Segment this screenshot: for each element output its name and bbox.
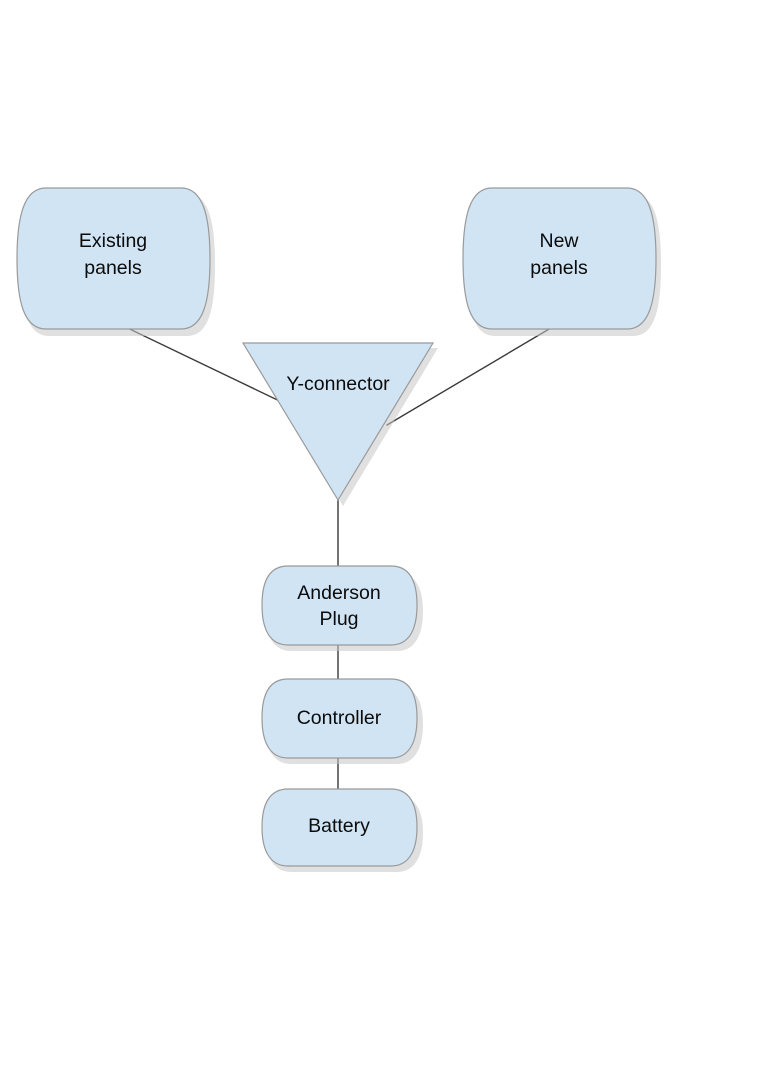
battery-label: Battery <box>308 815 370 837</box>
node-anderson-plug[interactable]: Anderson Plug <box>261 565 423 651</box>
controller-shape <box>261 678 418 759</box>
anderson-plug-label-line2: Plug <box>319 608 358 630</box>
new-panels-label-line2: panels <box>530 257 588 279</box>
controller-label: Controller <box>297 707 382 729</box>
edge-new-panels-to-y-connector <box>386 321 562 426</box>
y-connector-shape <box>241 342 435 502</box>
node-existing-panels[interactable]: Existing panels <box>16 187 215 336</box>
existing-panels-label-line1: Existing <box>79 230 147 252</box>
battery-shape <box>261 788 418 867</box>
node-battery[interactable]: Battery <box>261 788 423 872</box>
existing-panels-shape <box>16 187 211 330</box>
new-panels-label-line1: New <box>539 230 579 252</box>
y-connector-label: Y-connector <box>286 373 390 395</box>
node-controller[interactable]: Controller <box>261 678 423 764</box>
anderson-plug-shape <box>261 565 418 646</box>
anderson-plug-label-line1: Anderson <box>297 582 380 604</box>
node-new-panels[interactable]: New panels <box>462 187 661 336</box>
existing-panels-label-line2: panels <box>84 257 142 279</box>
node-y-connector[interactable]: Y-connector <box>241 342 438 506</box>
new-panels-shape <box>462 187 657 330</box>
